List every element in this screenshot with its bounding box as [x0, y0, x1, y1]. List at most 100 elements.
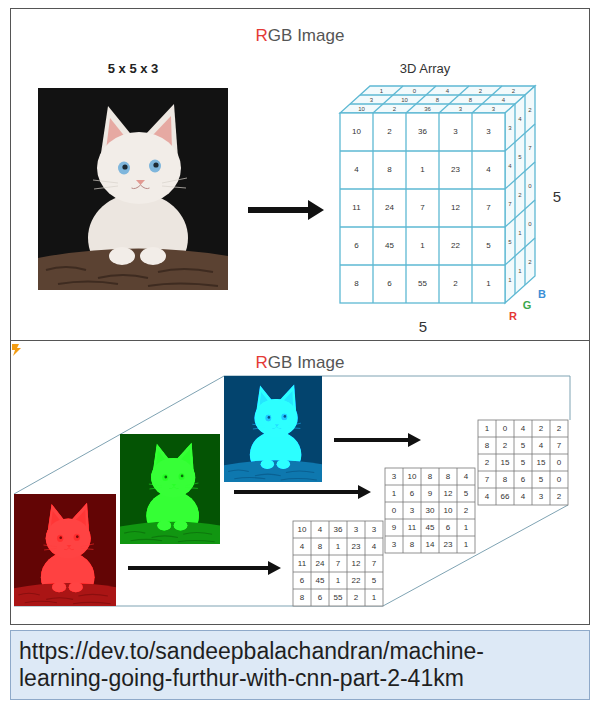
matrix-value: 1 — [336, 543, 340, 551]
prism-outline — [570, 376, 571, 420]
channel-label: G — [523, 300, 532, 311]
source-box: https://dev.to/sandeepbalachandran/machi… — [10, 630, 590, 700]
array-cube — [505, 200, 535, 227]
array-value: 3 — [508, 125, 511, 131]
matrix-value: 2 — [557, 493, 561, 501]
matrix-value: 5 — [539, 476, 543, 484]
array-cube — [350, 103, 515, 104]
matrix-grid — [439, 468, 440, 553]
corner-mark — [12, 344, 21, 356]
matrix-value: 12 — [352, 560, 361, 568]
matrix-value: 0 — [503, 425, 507, 433]
channel-photo — [224, 376, 322, 482]
array-value: 1 — [486, 280, 490, 288]
array-value: 8 — [354, 280, 358, 288]
matrix-grid — [329, 521, 330, 606]
array-value: 1 — [420, 166, 424, 174]
array-value: 36 — [418, 128, 427, 136]
array-value: 45 — [385, 242, 394, 250]
array-value: 23 — [451, 166, 460, 174]
array-value: 2 — [512, 88, 515, 94]
array-value: 7 — [528, 145, 531, 151]
matrix-value: 7 — [557, 442, 561, 450]
channel-photo — [120, 434, 220, 544]
array-value: 1 — [380, 88, 383, 94]
matrix-value: 4 — [539, 442, 543, 450]
matrix-value: 0 — [392, 507, 396, 515]
matrix-value: 10 — [408, 473, 417, 481]
array-value: 2 — [518, 192, 521, 198]
array-value: 8 — [387, 166, 391, 174]
matrix-value: 11 — [408, 524, 416, 532]
matrix-value: 15 — [537, 459, 546, 467]
matrix-value: 4 — [521, 493, 525, 501]
array-value: 1 — [420, 242, 424, 250]
array-cube — [471, 113, 472, 303]
matrix-value: 3 — [354, 526, 358, 534]
array-cube — [340, 150, 505, 151]
matrix-value: 24 — [316, 560, 325, 568]
matrix-value: 4 — [318, 526, 322, 534]
array-cube — [524, 95, 525, 285]
matrix-grid — [385, 519, 475, 520]
matrix-value: 2 — [539, 425, 543, 433]
channel-label: R — [509, 311, 517, 322]
array-value: 7 — [508, 201, 511, 207]
matrix-value: 2 — [354, 594, 358, 602]
matrix-grid — [421, 468, 422, 553]
matrix-value: 23 — [444, 541, 453, 549]
matrix-value: 7 — [372, 560, 376, 568]
matrix-value: 4 — [485, 493, 489, 501]
array-value: 6 — [387, 280, 391, 288]
array-cube — [438, 113, 439, 303]
arrow — [334, 433, 421, 447]
array-value: 4 — [446, 88, 449, 94]
array-value: 5 — [518, 154, 521, 160]
array-value: 3 — [459, 106, 462, 112]
array-value: 24 — [385, 204, 394, 212]
matrix-grid — [478, 437, 568, 438]
source-url: https://dev.to/sandeepbalachandran/machi… — [19, 638, 486, 692]
matrix-grid — [514, 420, 515, 505]
matrix-value: 3 — [392, 473, 396, 481]
cat-photo — [38, 88, 228, 290]
matrix-value: 5 — [521, 459, 525, 467]
matrix-value: 22 — [352, 577, 361, 585]
matrix-value: 2 — [464, 507, 468, 515]
matrix-value: 8 — [485, 442, 489, 450]
matrix-value: 3 — [539, 493, 543, 501]
array-cube — [340, 113, 505, 303]
array-cube — [360, 94, 525, 95]
array-label: 3D Array — [400, 62, 451, 75]
shape-label: 5 x 5 x 3 — [108, 62, 159, 75]
matrix-value: 4 — [300, 543, 304, 551]
matrix-value: 6 — [318, 594, 322, 602]
array-cube — [406, 86, 436, 113]
matrix-value: 6 — [446, 524, 450, 532]
matrix-grid — [532, 420, 533, 505]
array-value: 10 — [358, 106, 365, 112]
matrix-grid — [478, 471, 568, 472]
matrix-value: 0 — [557, 476, 561, 484]
array-value: 5 — [508, 239, 511, 245]
array-value: 22 — [451, 242, 460, 250]
array-value: 10 — [401, 97, 408, 103]
matrix-value: 1 — [485, 425, 489, 433]
corner-mark — [12, 344, 21, 356]
matrix-grid — [385, 485, 475, 486]
array-value: 2 — [479, 88, 482, 94]
array-value: 4 — [502, 97, 505, 103]
array-cube — [340, 226, 505, 227]
array-value: 1 — [518, 230, 521, 236]
array-value: 3 — [492, 106, 495, 112]
matrix-value: 9 — [428, 490, 432, 498]
matrix-grid — [365, 521, 366, 606]
array-cube — [505, 238, 535, 265]
matrix-value: 6 — [521, 476, 525, 484]
matrix-grid — [293, 555, 383, 556]
array-cube — [472, 86, 502, 113]
dimension-label: 5 — [419, 319, 427, 334]
array-value: 6 — [354, 242, 358, 250]
array-value: 8 — [436, 97, 439, 103]
array-value: 7 — [420, 204, 424, 212]
